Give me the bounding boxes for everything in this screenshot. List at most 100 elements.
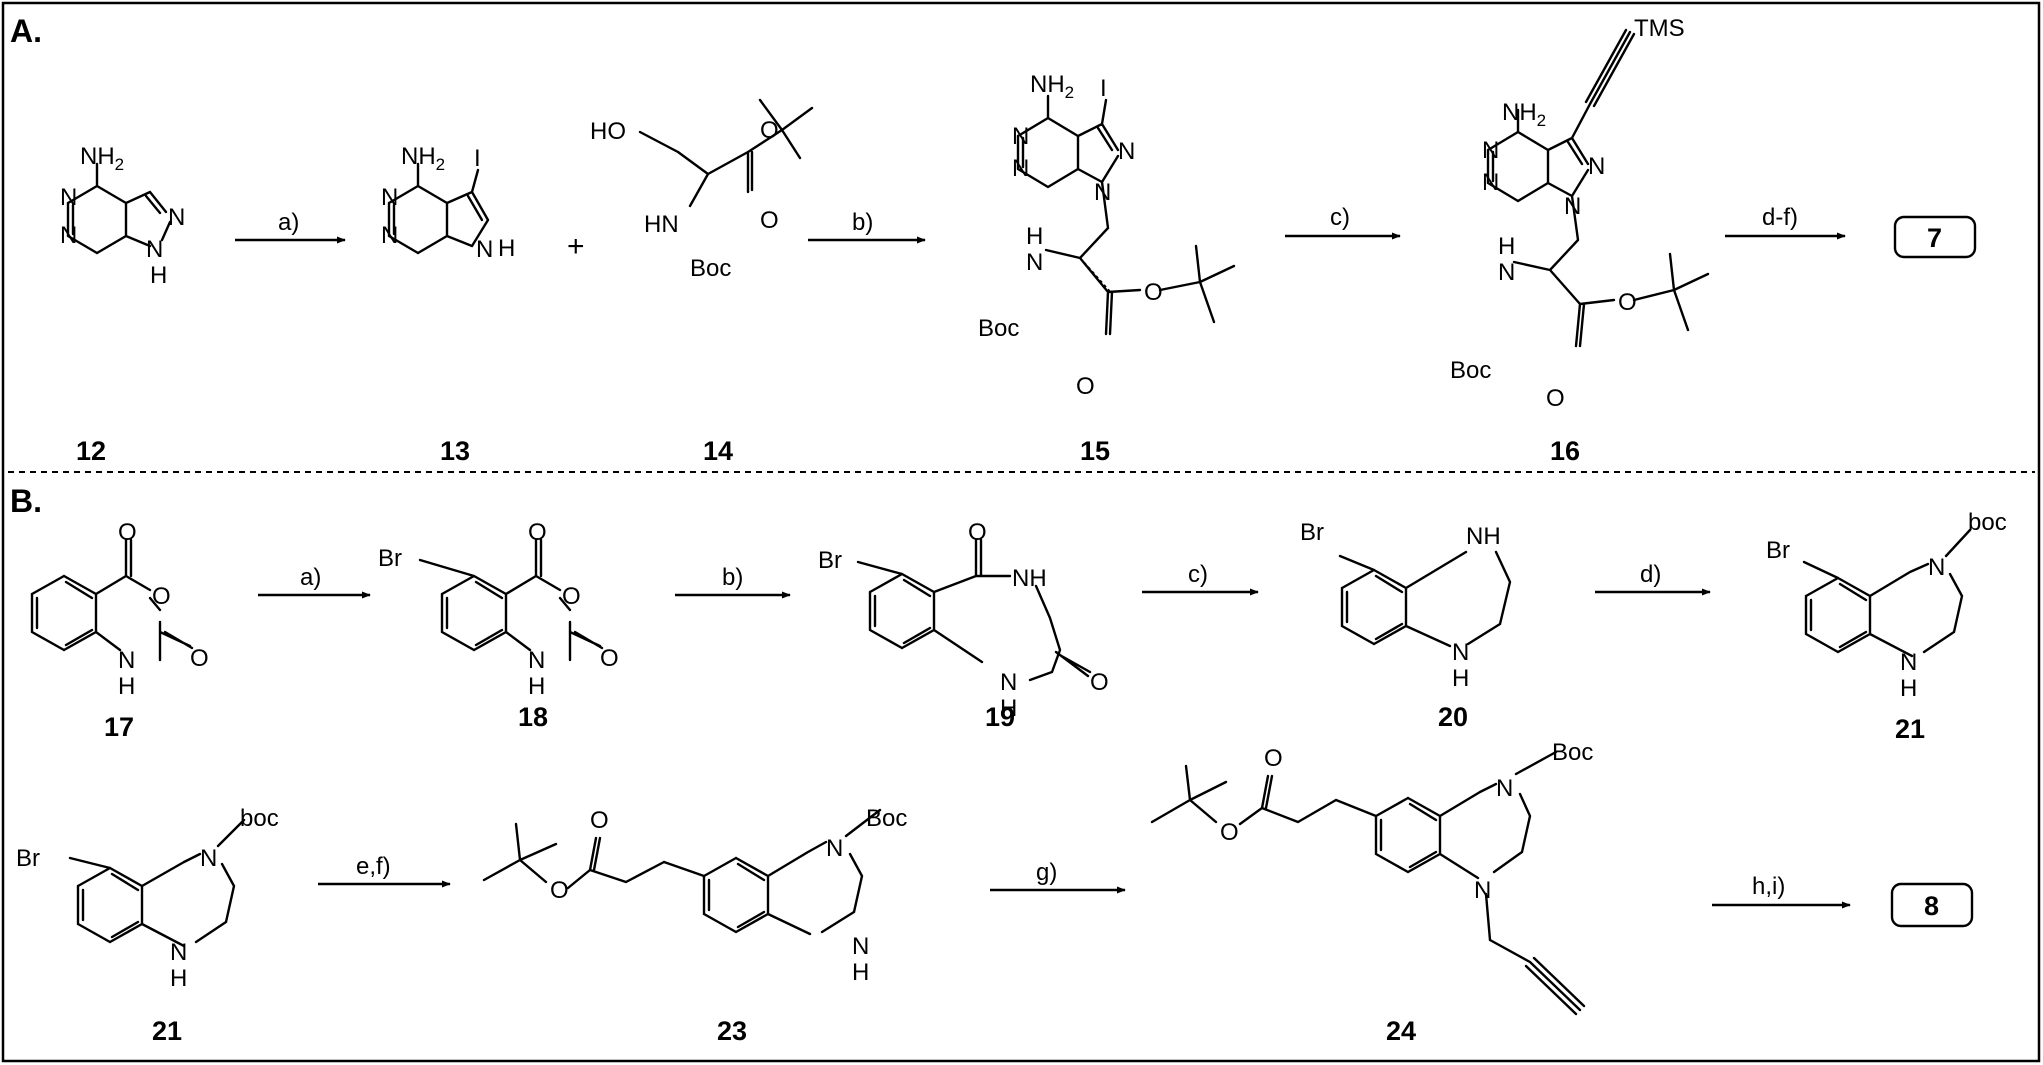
reagent-label: d) bbox=[1640, 561, 1661, 588]
o-label: O bbox=[152, 583, 171, 610]
n-label: N bbox=[146, 236, 163, 263]
h-label: H bbox=[852, 959, 869, 986]
n-label: N bbox=[1482, 169, 1499, 196]
iodine-label: I bbox=[474, 145, 481, 172]
compound-21-structure: Br N boc N H bbox=[1766, 509, 2007, 702]
o-label: O bbox=[1618, 289, 1637, 316]
compound-21-structure: Br N boc N H bbox=[16, 805, 279, 992]
compound-12-label: 12 bbox=[76, 436, 106, 466]
reagent-label: c) bbox=[1188, 561, 1208, 588]
n-label: N bbox=[1588, 153, 1605, 180]
plus-sign: + bbox=[567, 230, 585, 263]
n-label: N bbox=[1474, 877, 1491, 904]
o-label: O bbox=[1076, 373, 1095, 400]
nh-label: N bbox=[170, 939, 187, 966]
reagent-label: g) bbox=[1036, 859, 1057, 886]
reagent-label: e,f) bbox=[356, 853, 391, 880]
tms-label: TMS bbox=[1634, 15, 1685, 42]
iodine-label: I bbox=[1100, 75, 1107, 102]
compound-23-label: 23 bbox=[717, 1016, 747, 1046]
compound-15-structure: NH2 I N N N N H N Boc O O bbox=[978, 71, 1236, 400]
o-label: O bbox=[550, 877, 569, 904]
n-label: N bbox=[1012, 155, 1029, 182]
compound-14-label: 14 bbox=[703, 436, 733, 466]
o-label: O bbox=[1144, 279, 1163, 306]
nh-label: N bbox=[1900, 649, 1917, 676]
panel-a-label: A. bbox=[10, 13, 42, 49]
nh-label: N bbox=[476, 236, 493, 263]
nh-label: N bbox=[1452, 639, 1469, 666]
h-label: H bbox=[170, 965, 187, 992]
o-label: O bbox=[760, 207, 779, 234]
reagent-label: b) bbox=[722, 564, 743, 591]
compound-20-label: 20 bbox=[1438, 702, 1468, 732]
reagent-label: a) bbox=[278, 209, 299, 236]
target-8-label: 8 bbox=[1924, 891, 1939, 921]
panel-b-label: B. bbox=[10, 483, 42, 519]
o-label: O bbox=[600, 645, 619, 672]
o-label: O bbox=[968, 519, 987, 546]
nh2-label: NH2 bbox=[80, 143, 124, 174]
n-label: N bbox=[1026, 249, 1043, 276]
nh2-label: NH2 bbox=[401, 143, 445, 174]
o-label: O bbox=[1220, 819, 1239, 846]
compound-19-label: 19 bbox=[985, 702, 1015, 732]
n-label: N bbox=[200, 845, 217, 872]
br-label: Br bbox=[818, 547, 842, 574]
br-label: Br bbox=[1300, 519, 1324, 546]
ho-label: HO bbox=[590, 118, 626, 145]
compound-17-label: 17 bbox=[104, 712, 134, 742]
compound-15-label: 15 bbox=[1080, 436, 1110, 466]
o-label: O bbox=[1546, 385, 1565, 412]
br-label: Br bbox=[378, 545, 402, 572]
n-label: N bbox=[1094, 179, 1111, 206]
target-7-label: 7 bbox=[1927, 223, 1942, 253]
boc-label: Boc bbox=[1552, 739, 1593, 766]
boc-label: boc bbox=[1968, 509, 2007, 536]
compound-18-label: 18 bbox=[518, 702, 548, 732]
nh-label: N bbox=[1000, 669, 1017, 696]
reagent-label: h,i) bbox=[1752, 873, 1785, 900]
h-label: H bbox=[1026, 223, 1043, 250]
h-label: H bbox=[1452, 665, 1469, 692]
n-label: N bbox=[381, 222, 398, 249]
o-label: O bbox=[528, 519, 547, 546]
n-label: N bbox=[1482, 137, 1499, 164]
compound-24-label: 24 bbox=[1386, 1016, 1416, 1046]
compound-21-label: 21 bbox=[1895, 714, 1925, 744]
h-label: H bbox=[1900, 675, 1917, 702]
nh-label: NH bbox=[1012, 565, 1047, 592]
br-label: Br bbox=[1766, 537, 1790, 564]
nh-label: N bbox=[852, 933, 869, 960]
reagent-label: c) bbox=[1330, 204, 1350, 231]
compound-19-structure: Br O NH O N H bbox=[818, 519, 1109, 722]
boc-label: Boc bbox=[978, 315, 1019, 342]
boc-label: Boc bbox=[690, 255, 731, 282]
n-label: N bbox=[1498, 259, 1515, 286]
reagent-label: b) bbox=[852, 209, 873, 236]
n-label: N bbox=[826, 835, 843, 862]
h-label: H bbox=[498, 235, 515, 262]
boc-label: Boc bbox=[866, 805, 907, 832]
target-box-7 bbox=[1893, 215, 1977, 259]
o-label: O bbox=[562, 583, 581, 610]
h-label: H bbox=[150, 262, 167, 289]
n-label: N bbox=[1928, 554, 1945, 581]
compound-12-structure: NH2 N N N N H bbox=[60, 143, 185, 289]
br-label: Br bbox=[16, 845, 40, 872]
compound-16-structure: TMS NH2 N N N N H N Boc O O bbox=[1450, 15, 1710, 412]
compound-20-structure: Br NH N H bbox=[1300, 519, 1512, 692]
compound-21-label: 21 bbox=[152, 1016, 182, 1046]
h-label: H bbox=[528, 673, 545, 700]
hn-label: HN bbox=[644, 211, 679, 238]
nh-label: N bbox=[118, 647, 135, 674]
compound-18-structure: Br O O N H O bbox=[378, 519, 619, 700]
boc-label: Boc bbox=[1450, 357, 1491, 384]
reagent-label: d-f) bbox=[1762, 204, 1798, 231]
o-label: O bbox=[1264, 745, 1283, 772]
n-label: N bbox=[168, 204, 185, 231]
n-label: N bbox=[1118, 138, 1135, 165]
n-label: N bbox=[381, 184, 398, 211]
compound-13-structure: NH2 I N N N H bbox=[381, 143, 515, 263]
